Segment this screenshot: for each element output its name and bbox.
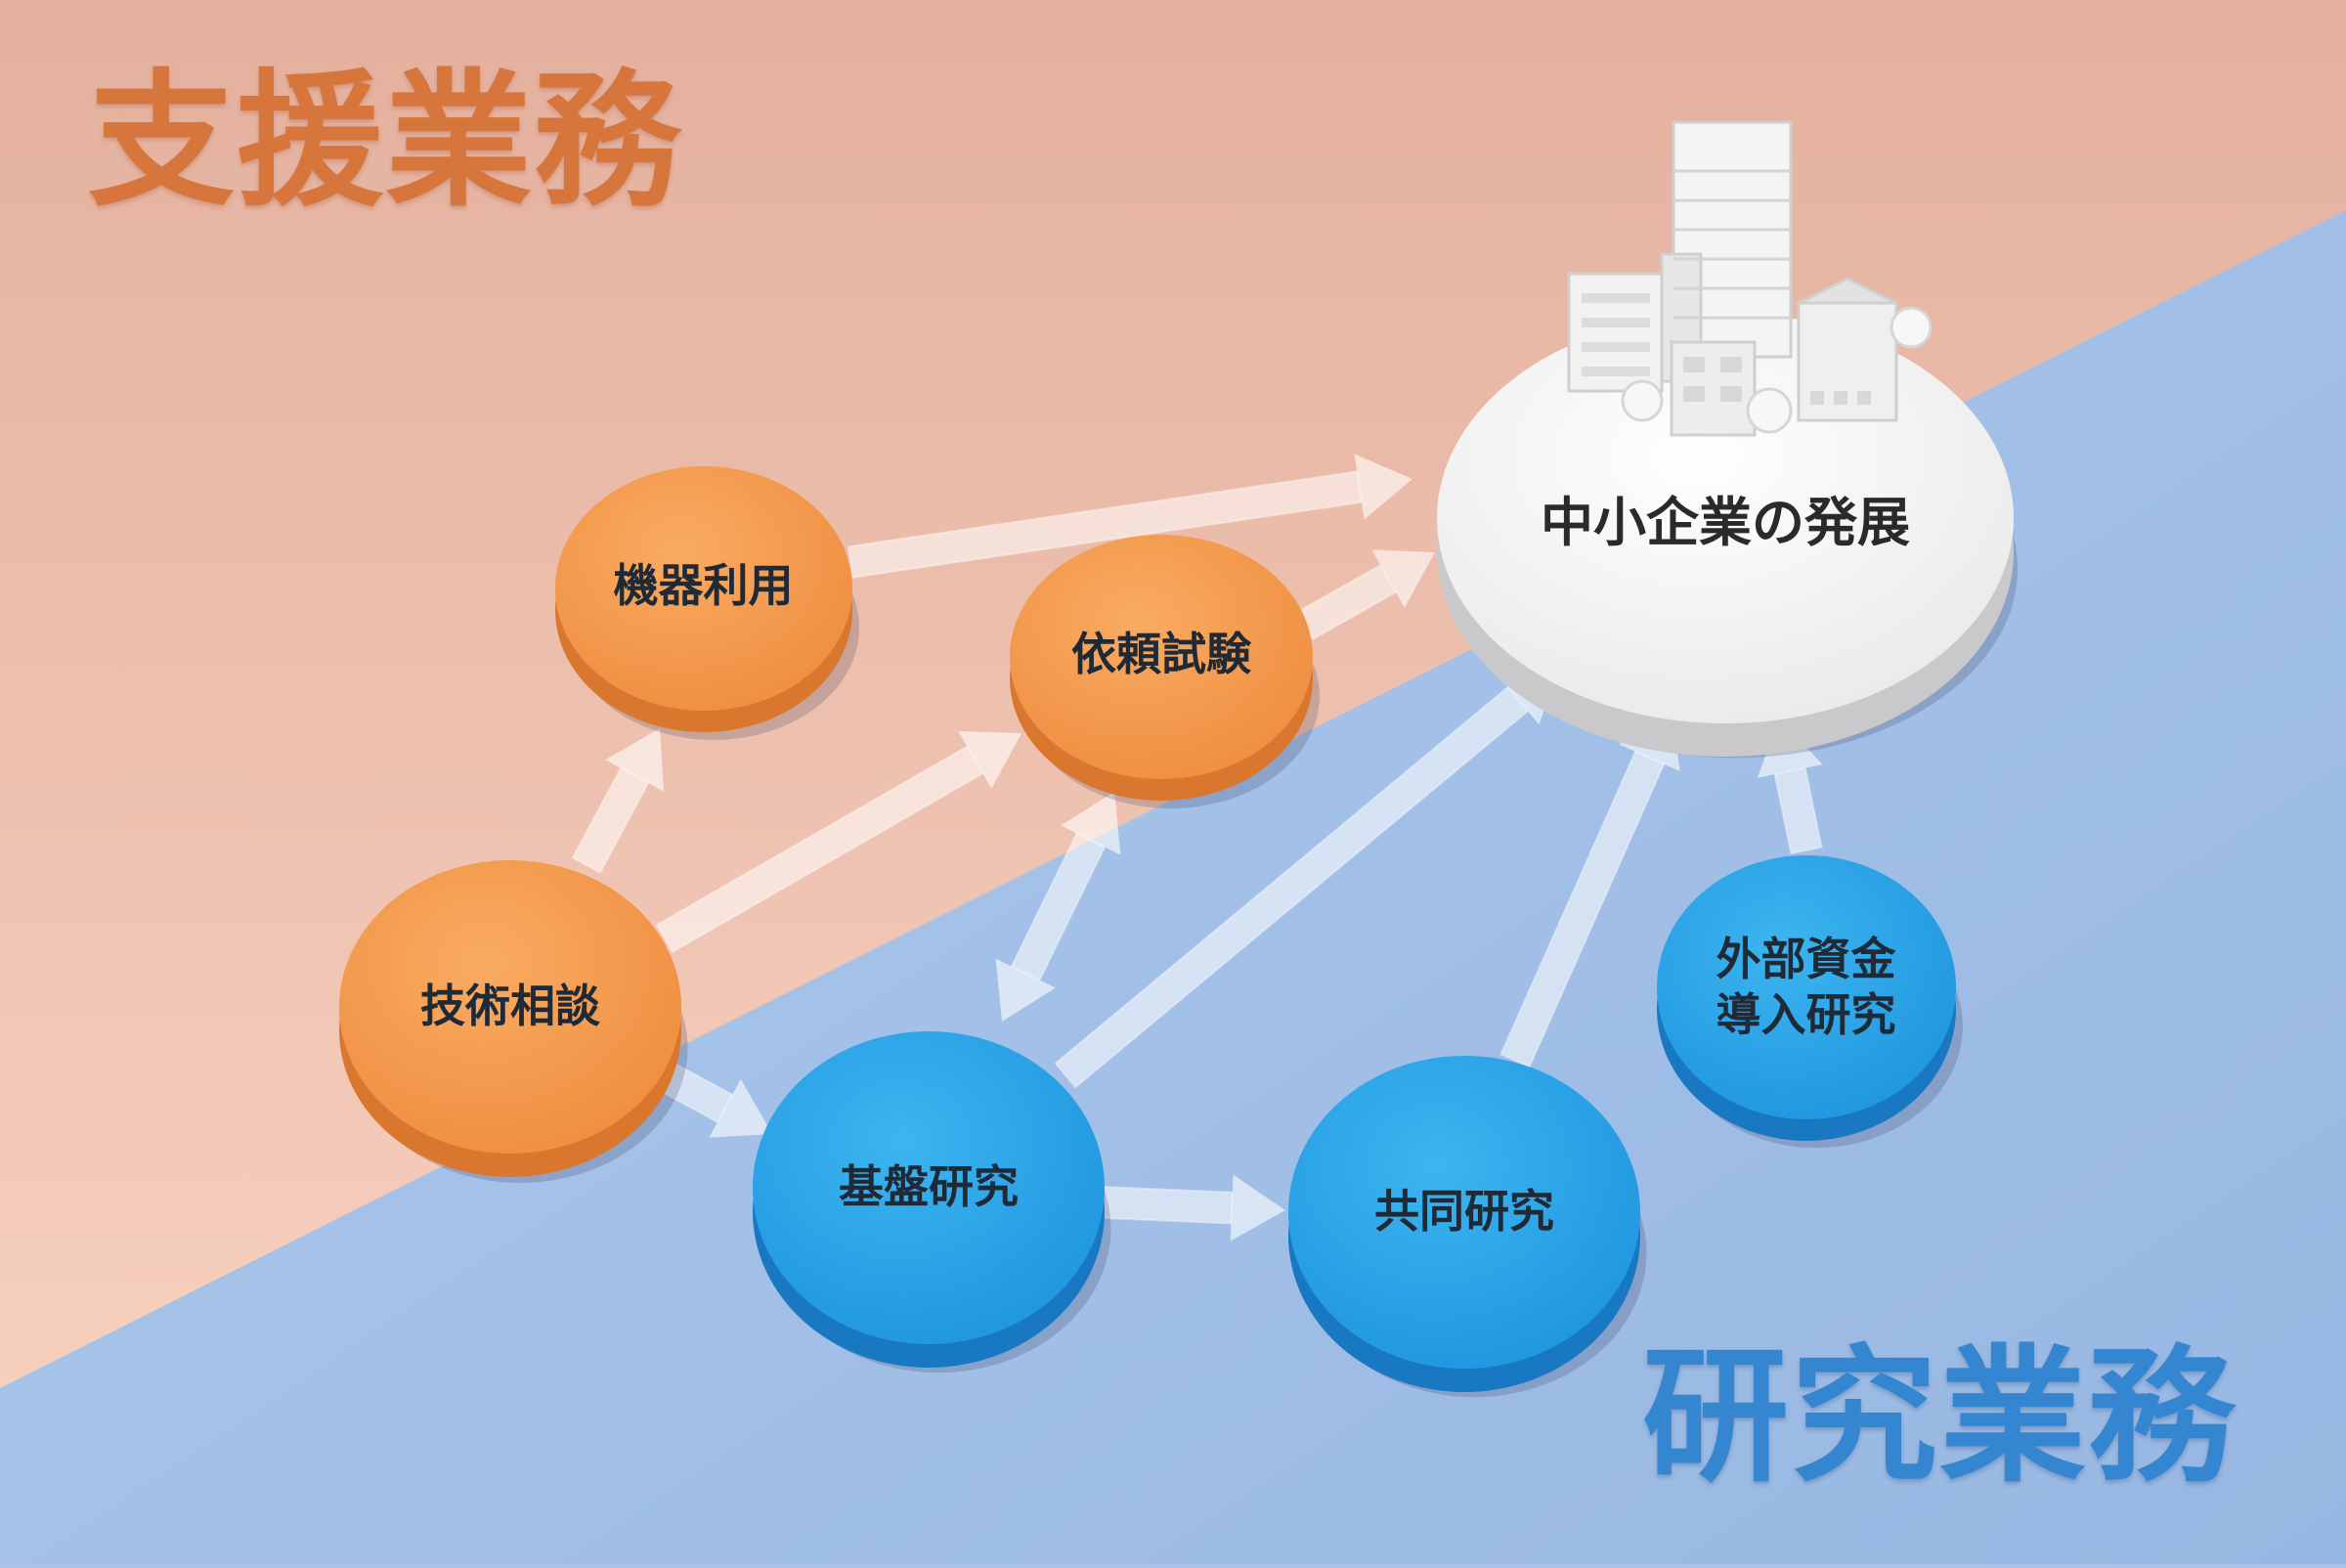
arrow-consult-to-equipment	[571, 728, 664, 874]
node-external-funding-research: 外部資金 導入研究	[1657, 919, 1955, 1056]
arrow-fundamental-to-joint-shaft	[1101, 1185, 1234, 1225]
disk-kyodo-top	[1288, 1056, 1640, 1369]
disk-kyodo	[1288, 1056, 1647, 1398]
arrow-fundamental-to-joint-head	[1230, 1174, 1285, 1241]
disk-gaibu	[1657, 855, 1963, 1149]
arrow-fundamental-to-target-shaft	[1054, 685, 1530, 1089]
node-fundamental-research-label: 基盤研究	[839, 1160, 1019, 1214]
disk-kiki-top	[555, 466, 852, 711]
arrow-equipment-to-target-shaft	[847, 470, 1364, 579]
disk-kiki	[555, 466, 859, 740]
node-equipment-use: 機器利用	[554, 538, 852, 635]
arrow-consult-to-fundamental-head	[709, 1078, 772, 1138]
arrow-test-fundamental-bidirectional-head	[995, 958, 1056, 1022]
node-external-funding-line1: 外部資金	[1716, 932, 1896, 985]
node-joint-research-label: 共同研究	[1374, 1185, 1554, 1239]
arrow-consult-to-test	[655, 730, 1021, 954]
node-fundamental-research: 基盤研究	[753, 1134, 1105, 1241]
node-commissioned-test-label: 依頼試験	[1071, 628, 1251, 681]
arrow-test-fundamental-bidirectional-tail-head	[1061, 792, 1121, 855]
disk-gaibu-top	[1657, 855, 1956, 1119]
arrow-consult-to-equipment-shaft	[571, 766, 650, 874]
arrow-fundamental-to-joint	[1101, 1174, 1285, 1241]
arrow-consult-to-equipment-head	[605, 728, 664, 792]
node-technical-consultation: 技術相談	[339, 953, 681, 1061]
disk-gijutsu	[339, 860, 688, 1183]
research-region-title: 研究業務	[1642, 1332, 2237, 1503]
node-commissioned-test: 依頼試験	[1010, 606, 1313, 704]
disk-target	[1437, 313, 2019, 759]
arrow-consult-to-test-shaft	[655, 745, 984, 954]
node-external-funding-line2: 導入研究	[1716, 988, 1896, 1041]
arrow-test-fundamental-bidirectional-shaft	[1010, 832, 1107, 981]
support-region-title: 支援業務	[88, 57, 683, 227]
arrow-layer	[571, 454, 1823, 1241]
node-shape-layer	[339, 313, 2019, 1398]
city-buildings-icon	[1567, 120, 1933, 437]
target-node-sme-development: 中小企業の発展	[1437, 459, 2014, 587]
arrow-consult-to-test-head	[958, 730, 1021, 789]
node-joint-research: 共同研究	[1288, 1158, 1640, 1266]
arrow-equipment-to-target	[847, 454, 1412, 579]
target-node-label: 中小企業の発展	[1541, 492, 1910, 554]
node-equipment-use-label: 機器利用	[613, 559, 794, 613]
disk-gijutsu-top	[339, 860, 681, 1154]
node-technical-consultation-label: 技術相談	[420, 980, 600, 1033]
arrow-test-fundamental-bidirectional	[995, 792, 1121, 1022]
disk-irai	[1010, 535, 1320, 808]
arrow-test-to-target-head	[1371, 549, 1435, 608]
disk-kiban-top	[753, 1031, 1105, 1344]
disk-kiban	[753, 1031, 1111, 1373]
arrow-equipment-to-target-head	[1354, 454, 1412, 520]
disk-irai-top	[1010, 535, 1313, 779]
